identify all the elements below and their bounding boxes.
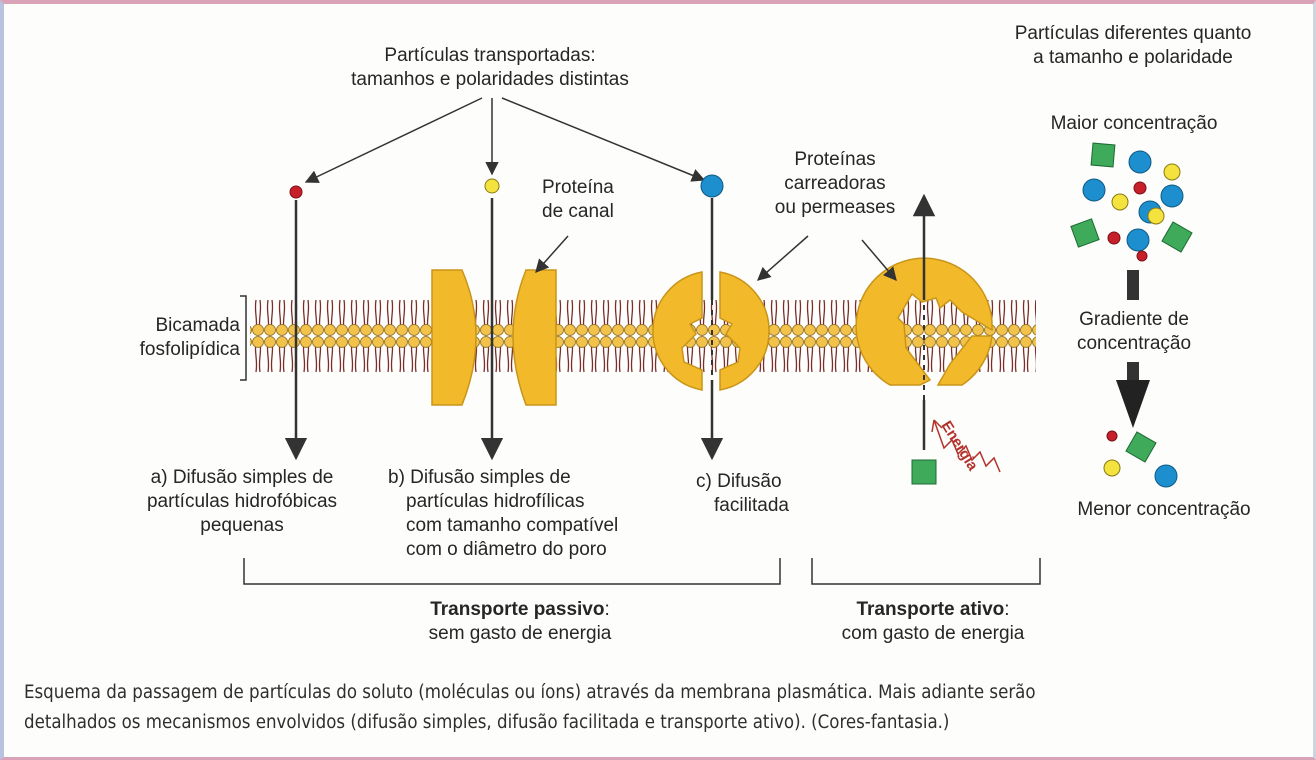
case-a-label: a) Difusão simples de partículas hidrofó… [112, 466, 372, 538]
concentration-gradient-label: Gradiente de concentração [1034, 308, 1234, 356]
figure-caption: Esquema da passagem de partículas do sol… [24, 678, 1294, 738]
carrier-proteins-label: Proteínas carreadoras ou permeases [750, 148, 920, 220]
bilayer-bracket [240, 296, 246, 380]
active-transport-label: Transporte ativo: com gasto de energia [788, 598, 1078, 646]
high-concentration-particles [1071, 143, 1192, 261]
case-c-label: c) Difusão facilitada [696, 470, 836, 518]
blue-particle-c [701, 175, 723, 197]
case-b-label: b) Difusão simples de partículas hidrofí… [388, 466, 688, 562]
green-particle-active [912, 460, 936, 484]
red-particle-a [290, 186, 302, 198]
low-concentration-label: Menor concentração [1034, 498, 1294, 522]
low-concentration-particles [1104, 431, 1177, 487]
transported-particles-label: Partículas transportadas: tamanhos e pol… [320, 44, 660, 92]
high-concentration-label: Maior concentração [1014, 112, 1254, 136]
bilayer-label: Bicamada fosfolipídica [104, 314, 240, 362]
passive-transport-label: Transporte passivo: sem gasto de energia [360, 598, 680, 646]
different-particles-title: Partículas diferentes quanto a tamanho e… [968, 22, 1298, 70]
yellow-particle-b [485, 179, 499, 193]
channel-protein-label: Proteína de canal [542, 176, 662, 224]
